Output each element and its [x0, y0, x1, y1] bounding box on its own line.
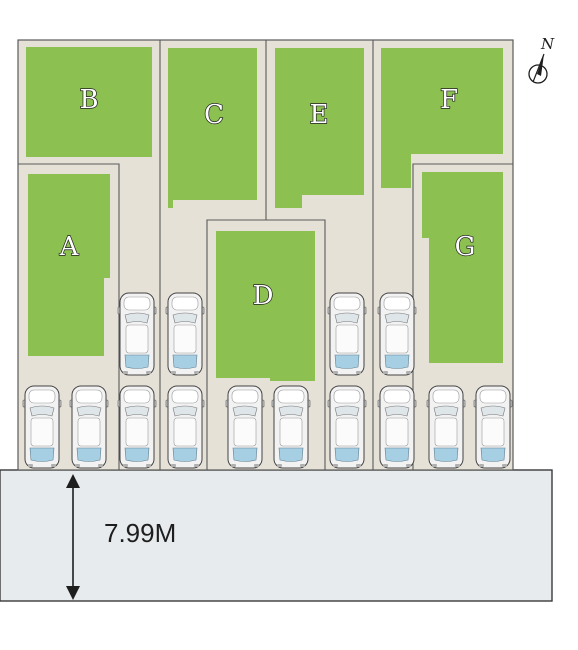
parked-car — [225, 385, 265, 469]
parked-car — [165, 292, 205, 376]
building-g — [422, 172, 503, 363]
parked-car — [377, 385, 417, 469]
parked-car — [327, 292, 367, 376]
parked-car — [377, 292, 417, 376]
building-c — [168, 48, 257, 208]
building-f — [381, 48, 503, 188]
parked-car — [22, 385, 62, 469]
building-e — [275, 48, 364, 208]
parking-cars — [22, 292, 513, 469]
parked-car — [165, 385, 205, 469]
building-b — [26, 47, 152, 157]
front-road — [0, 469, 553, 602]
buildings — [26, 47, 503, 381]
lot-label-b: B — [79, 85, 98, 115]
parked-car — [271, 385, 311, 469]
parked-car — [327, 385, 367, 469]
parked-car — [117, 385, 157, 469]
lot-label-d: D — [253, 281, 274, 311]
lot-label-e: E — [310, 100, 329, 130]
north-label: N — [540, 35, 555, 53]
building-a — [28, 174, 110, 356]
lot-label-c: C — [204, 100, 224, 130]
road-width-arrow — [66, 474, 80, 600]
road-width-label: 7.99M — [104, 518, 176, 548]
lot-label-g: G — [455, 232, 476, 262]
parked-car — [426, 385, 466, 469]
lot-label-a: A — [59, 232, 80, 262]
parked-car — [69, 385, 109, 469]
parked-car — [473, 385, 513, 469]
north-compass-icon — [528, 53, 548, 84]
parked-car — [117, 292, 157, 376]
building-d — [216, 231, 315, 381]
lot-label-f: F — [440, 85, 458, 115]
